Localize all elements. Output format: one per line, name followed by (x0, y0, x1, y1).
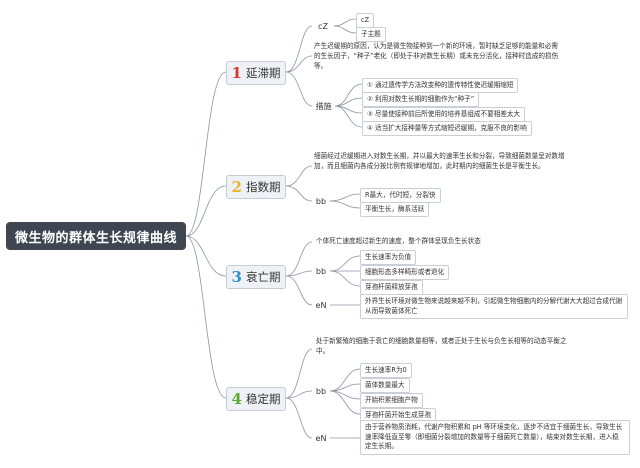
root-topic[interactable]: 微生物的群体生长规律曲线 (6, 222, 186, 250)
phase-decline[interactable]: 3 衰亡期 (226, 265, 286, 289)
exponential-desc-text: 细菌经过迟缓期进入对数生长期，并以最大的速率生长和分裂，导致细菌数量呈对数增加，… (314, 152, 565, 170)
subtopic-item[interactable]: 子主题 (356, 27, 386, 42)
phase-stationary[interactable]: 4 稳定期 (226, 387, 286, 411)
en-label[interactable]: eN (315, 300, 327, 310)
bb-label[interactable]: bb (315, 386, 327, 396)
lag-cause-text: 产生迟缓期的原因，认为是微生物接种到一个新的环境，暂时缺乏足够的能量和必需的生长… (314, 42, 559, 70)
measures-label[interactable]: 措施 (315, 101, 332, 111)
cz-item[interactable]: cZ (356, 13, 375, 28)
bb-label[interactable]: bb (315, 196, 327, 206)
bb-item[interactable]: 芽孢杆菌释放芽孢 (360, 280, 423, 295)
phase-number: 1 (231, 64, 242, 82)
measure-item[interactable]: ① 通过遗传学方法改变种的遗传特性使迟缓期缩短 (362, 78, 519, 93)
en-label[interactable]: eN (315, 433, 327, 443)
phase-lag[interactable]: 1 延滞期 (226, 61, 286, 85)
measure-item[interactable]: ② 利用对数生长期的细胞作为“种子” (362, 92, 480, 107)
decline-desc-text: 个体死亡速度超过新生的速度，整个群体呈现负生长状态 (316, 237, 481, 245)
phase-title: 指数期 (245, 180, 281, 194)
bb-item[interactable]: 平衡生长，酶系活跃 (360, 202, 430, 217)
stationary-desc-text: 处于新繁殖的细胞于衰亡的细胞数量相等，或者正处于生长与负生长相等的动态平衡之中。 (316, 337, 567, 355)
bb-item[interactable]: 细胞形态多样畸形或者退化 (360, 265, 450, 280)
phase-number: 2 (231, 178, 242, 196)
bb-label[interactable]: bb (315, 266, 327, 276)
measure-item[interactable]: ④ 适当扩大接种量等方式缩短迟缓期，克服不良的影响 (362, 121, 532, 136)
bb-item[interactable]: 开始积累细胞产物 (360, 393, 423, 408)
phase-title: 衰亡期 (245, 270, 281, 284)
bb-item[interactable]: 菌体数量最大 (360, 378, 410, 393)
en-text[interactable]: 外界生长环境对微生物来说越来越不利，引起微生物细胞内的分解代谢大大超过合成代谢从… (360, 294, 628, 320)
bb-item[interactable]: 生长速率R为0 (360, 363, 412, 378)
cz-label[interactable]: cZ (318, 21, 328, 31)
en-text[interactable]: 由于营养物质消耗，代谢产物积累和 pH 等环境变化，逐步不适宜于细菌生长，导致生… (360, 420, 630, 455)
phase-number: 3 (231, 268, 242, 286)
bb-item[interactable]: 生长速率为负值 (360, 250, 417, 265)
measure-item[interactable]: ③ 尽量使接种前后所使用的培养基组成不要相差太大 (362, 107, 526, 122)
phase-number: 4 (231, 390, 242, 408)
phase-title: 稳定期 (245, 392, 281, 406)
phase-title: 延滞期 (245, 66, 281, 80)
phase-exponential[interactable]: 2 指数期 (226, 175, 286, 199)
bb-item[interactable]: R最大，代时短，分裂快 (360, 188, 441, 203)
